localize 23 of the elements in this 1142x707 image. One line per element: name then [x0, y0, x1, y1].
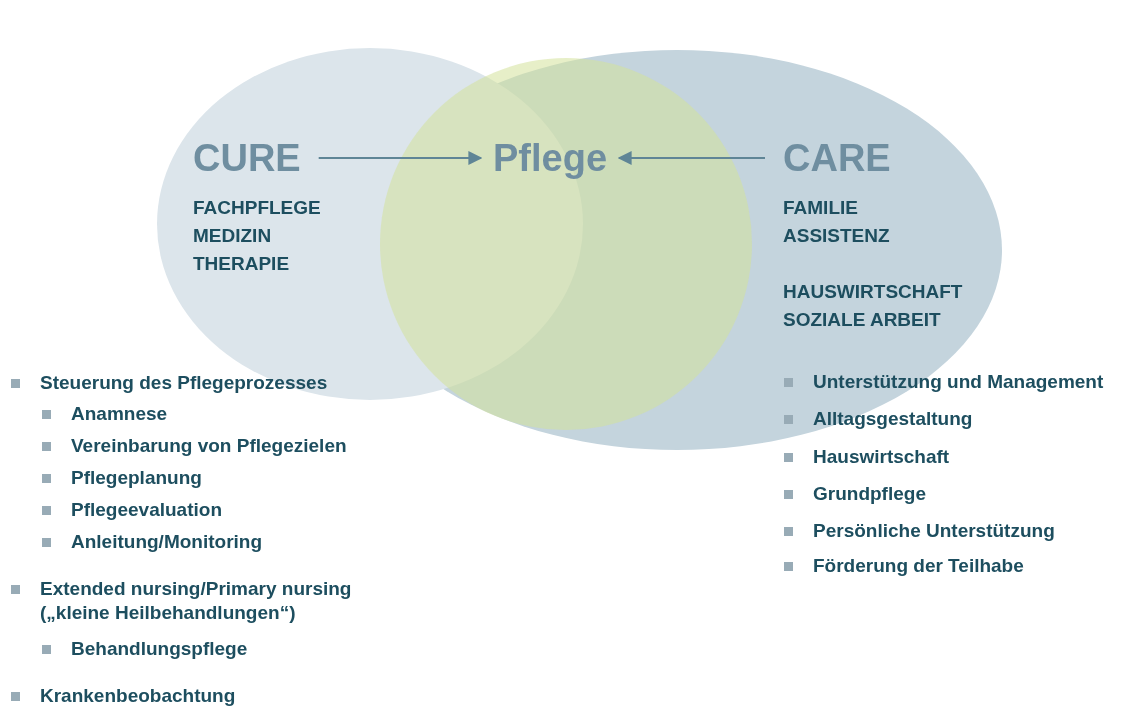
- list-item: Krankenbeobachtung: [40, 684, 236, 707]
- list-item: Extended nursing/Primary nursing („kleine Heilbehandlungen“): [40, 577, 353, 625]
- list-item: Hauswirtschaft: [813, 445, 950, 469]
- list-item: Alltagsgestaltung: [813, 407, 973, 431]
- list-item: Steuerung des Pflegeprozesses: [40, 371, 328, 395]
- list-item: Pflegeevaluation: [71, 498, 222, 522]
- list-item: Vereinbarung von Pflegezielen: [71, 434, 347, 458]
- list-item: Anamnese: [71, 402, 168, 426]
- category-text: FAMILIE ASSISTENZ: [783, 196, 891, 248]
- category-text: HAUSWIRTSCHAFT SOZIALE ARBEIT: [783, 280, 964, 332]
- heading-text: CARE: [783, 136, 891, 180]
- list-item: Persönliche Unterstützung: [813, 519, 1055, 543]
- list-item: Unterstützung und Management: [813, 370, 1104, 394]
- category-text: FACHPFLEGE MEDIZIN THERAPIE: [193, 196, 322, 276]
- list-item: Grundpflege: [813, 482, 926, 506]
- list-item: Pflegeplanung: [71, 466, 202, 490]
- arrow: [617, 151, 766, 165]
- arrow: [317, 151, 483, 165]
- list-item: Anleitung/Monitoring: [71, 530, 262, 554]
- list-item: Behandlungspflege: [71, 637, 248, 661]
- heading-text: CURE: [193, 136, 301, 180]
- heading-text: Pflege: [493, 136, 608, 180]
- list-item: Förderung der Teilhabe: [813, 554, 1024, 578]
